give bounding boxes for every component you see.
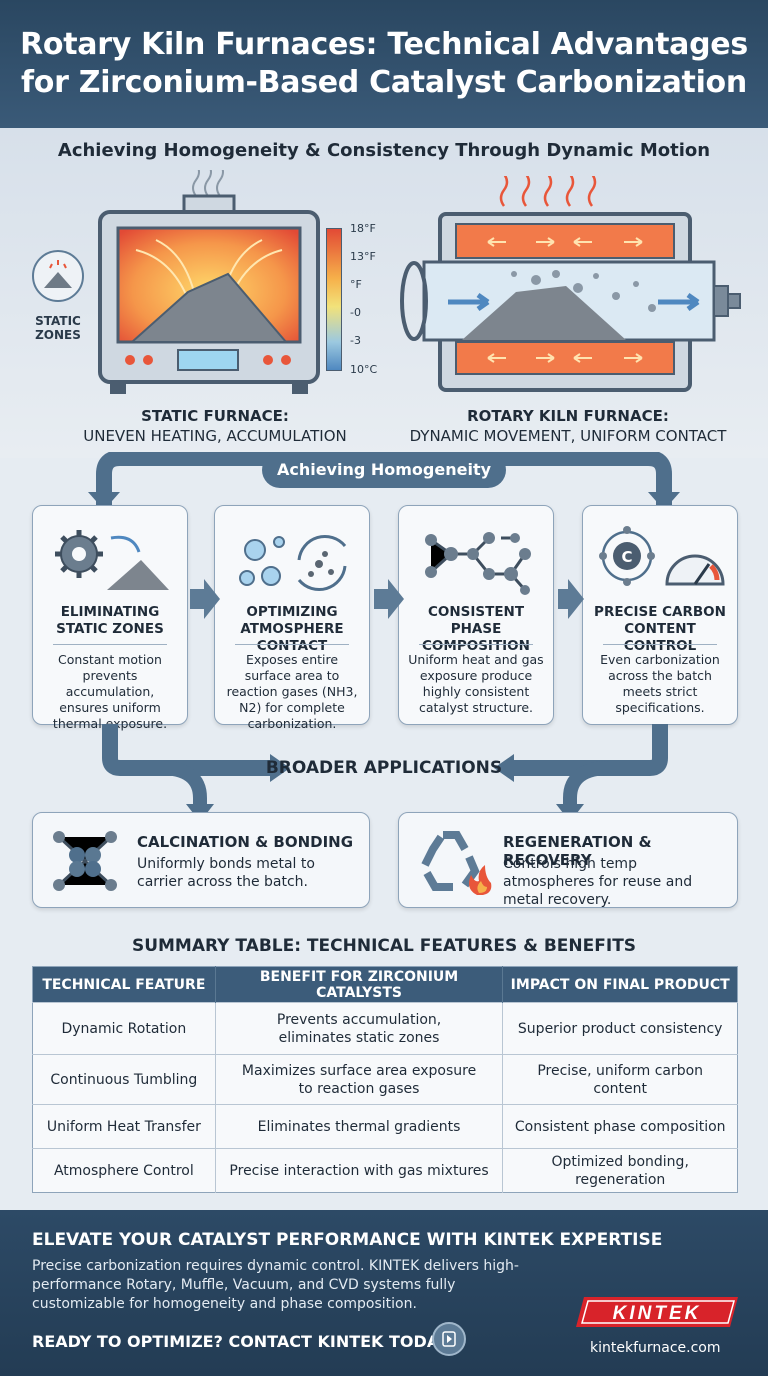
application-description: Controls high temp atmospheres for reuse… [503,856,693,908]
table-header-cell: BENEFIT FOR ZIRCONIUM CATALYSTS [215,966,504,1003]
table-cell: Atmosphere Control [32,1148,216,1193]
molecule-icon [425,532,531,595]
table-row: Uniform Heat Transfer Eliminates thermal… [32,1104,738,1149]
table-cell: Dynamic Rotation [32,1002,216,1055]
temperature-scale [326,228,342,371]
website-link[interactable]: kintekfurnace.com [590,1340,721,1356]
card-divider [235,644,349,645]
carbon-gauge-icon [599,526,725,586]
application-description: Uniformly bonds metal to carrier across … [137,856,315,890]
card-consistent-phase-composition: CONSISTENT PHASE COMPOSITION Uniform hea… [398,505,554,725]
table-cell: Consistent phase composition [502,1104,738,1149]
brand-name: KINTEK [613,1303,702,1324]
static-furnace-caption: STATIC FURNACE: UNEVEN HEATING, ACCUMULA… [80,406,350,446]
metal-cluster-icon [53,831,117,891]
static-furnace-title: STATIC FURNACE: [141,407,289,425]
footer-title: ELEVATE YOUR CATALYST PERFORMANCE WITH K… [32,1230,663,1250]
homogeneity-banner-label: Achieving Homogeneity [276,460,492,479]
table-cell: Maximizes surface area exposure to react… [215,1054,504,1105]
rotary-furnace-illustration [400,176,741,392]
card-description: Constant motion prevents accumulation, e… [52,652,168,731]
table-row: Continuous Tumbling Maximizes surface ar… [32,1054,738,1105]
rotary-furnace-caption: ROTARY KILN FURNACE: DYNAMIC MOVEMENT, U… [408,406,728,446]
flow-arrows [190,579,584,619]
table-row: Dynamic Rotation Prevents accumulation, … [32,1002,738,1055]
table-cell: Superior product consistency [502,1002,738,1055]
carbon-symbol: C [621,548,633,566]
static-zones-badge [32,250,84,302]
recycle-icon [421,831,492,895]
play-icon [442,1331,456,1347]
heap-icon [44,260,72,288]
tick-label: 13°F [350,250,376,263]
table-cell: Eliminates thermal gradients [215,1104,504,1149]
card-divider [603,644,717,645]
application-title: CALCINATION & BONDING [137,833,354,851]
card-divider [419,644,533,645]
table-header-cell: TECHNICAL FEATURE [32,966,216,1003]
gear-icon [55,530,169,590]
card-precise-carbon-content-control: C PRECISE CARBON CONTENT CONTROL Even ca… [582,505,738,725]
card-title: CONSISTENT PHASE COMPOSITION [422,604,530,654]
tick-label: -0 [350,306,361,319]
tick-label: 18°F [350,222,376,235]
page-title-line2: for Zirconium-Based Catalyst Carbonizati… [21,65,747,100]
table-cell: Precise interaction with gas mixtures [215,1148,504,1193]
footer: ELEVATE YOUR CATALYST PERFORMANCE WITH K… [0,1210,768,1376]
intro-subtitle: Achieving Homogeneity & Consistency Thro… [57,140,711,161]
page-header: Rotary Kiln Furnaces: Technical Advantag… [0,0,768,128]
table-cell: Precise, uniform carbon content [502,1054,738,1105]
table-cell: Prevents accumulation, eliminates static… [215,1002,504,1055]
gas-bubbles-icon [239,535,347,591]
application-calcination-bonding: CALCINATION & BONDING Uniformly bonds me… [32,812,370,908]
table-header-cell: IMPACT ON FINAL PRODUCT [502,966,738,1003]
card-title: PRECISE CARBON CONTENT CONTROL [594,604,726,654]
static-zones-label: STATIC ZONES [35,314,81,342]
application-title: REGENERATION & RECOVERY [503,833,652,869]
table-cell: Uniform Heat Transfer [32,1104,216,1149]
table-cell: Continuous Tumbling [32,1054,216,1105]
static-furnace-illustration [98,170,320,394]
tick-label: °F [350,278,362,291]
rotary-furnace-title: ROTARY KILN FURNACE: [467,407,669,425]
card-description: Exposes entire surface area to reaction … [226,652,358,731]
card-divider [53,644,167,645]
card-title: ELIMINATING STATIC ZONES [56,604,164,637]
page-title: Rotary Kiln Furnaces: Technical Advantag… [20,26,748,102]
broader-applications-title: BROADER APPLICATIONS [265,758,503,778]
kintek-logo: KINTEK [576,1297,738,1327]
table-row: Atmosphere Control Precise interaction w… [32,1148,738,1193]
tick-label: 10°C [350,363,378,376]
card-description: Uniform heat and gas exposure produce hi… [408,652,544,715]
table-cell: Optimized bonding, regeneration [502,1148,738,1193]
summary-table: TECHNICAL FEATURE BENEFIT FOR ZIRCONIUM … [32,966,738,1193]
card-eliminating-static-zones: ELIMINATING STATIC ZONES Constant motion… [32,505,188,731]
page-title-line1: Rotary Kiln Furnaces: Technical Advantag… [20,27,748,62]
application-regeneration-recovery: REGENERATION & RECOVERY Controls high te… [398,812,738,908]
play-button[interactable] [432,1322,466,1356]
static-furnace-subtitle: UNEVEN HEATING, ACCUMULATION [83,427,347,445]
homogeneity-banner [262,452,506,488]
card-title: OPTIMIZING ATMOSPHERE CONTACT [240,604,344,654]
footer-cta[interactable]: READY TO OPTIMIZE? CONTACT KINTEK TODAY. [32,1332,453,1351]
card-description: Even carbonization across the batch meet… [600,652,720,715]
table-header-row: TECHNICAL FEATURE BENEFIT FOR ZIRCONIUM … [32,966,738,1003]
rotary-furnace-subtitle: DYNAMIC MOVEMENT, UNIFORM CONTACT [409,427,727,445]
tick-label: -3 [350,334,361,347]
footer-description: Precise carbonization requires dynamic c… [32,1258,519,1312]
summary-title: SUMMARY TABLE: TECHNICAL FEATURES & BENE… [131,936,637,956]
card-optimizing-atmosphere-contact: OPTIMIZING ATMOSPHERE CONTACT Exposes en… [214,505,370,731]
